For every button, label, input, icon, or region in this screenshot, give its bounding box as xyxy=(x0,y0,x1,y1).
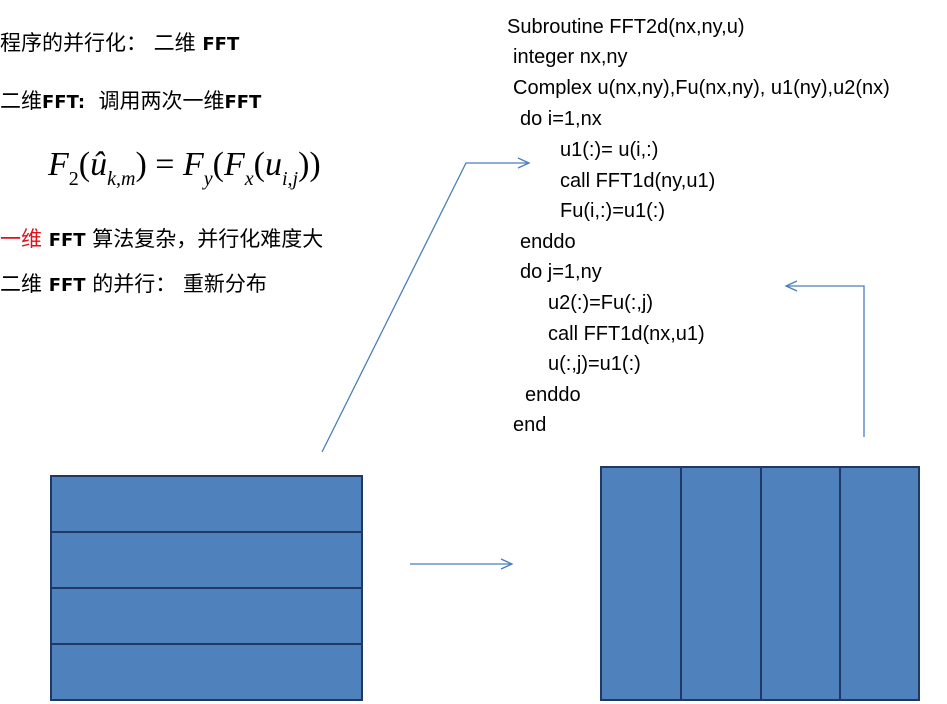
formula-Fy: F xyxy=(182,146,204,183)
code-line-1: Subroutine FFT2d(nx,ny,u) xyxy=(507,16,745,38)
code-line-4: do i=1,nx xyxy=(520,108,602,130)
formula-close: )) xyxy=(298,146,321,183)
code-line-14: end xyxy=(513,414,547,436)
fft-formula: F2(ûk,m) = Fy(Fx(ui,j)) xyxy=(48,146,321,190)
formula-sub-km: k,m xyxy=(107,168,136,190)
code-line-5: u1(:)= u(i,:) xyxy=(560,139,659,161)
code-line-12: u(:,j)=u1(:) xyxy=(548,353,641,375)
line4-fft: FFT xyxy=(48,275,86,296)
code-line-6: call FFT1d(ny,u1) xyxy=(560,170,716,192)
line3-red-text: 一维 xyxy=(0,227,42,251)
formula-uhat: û xyxy=(90,146,108,183)
line4-text-b: 的并行： 重新分布 xyxy=(92,272,267,296)
arrow-columns-to-code xyxy=(784,280,865,437)
line-2d-fft: 二维FFT: 调用两次一维FFT xyxy=(0,91,261,112)
formula-F2: F xyxy=(48,146,69,183)
title-fft: FFT xyxy=(202,34,240,55)
col-block-3 xyxy=(760,466,841,701)
code-line-2: integer nx,ny xyxy=(513,46,628,68)
line2-fft: FFT: xyxy=(42,92,86,113)
col-block-2 xyxy=(680,466,762,701)
line3-fft: FFT xyxy=(48,230,86,251)
formula-equals: ) = xyxy=(135,146,183,183)
col-block-4 xyxy=(839,466,920,701)
line3-text: 算法复杂，并行化难度大 xyxy=(92,227,324,251)
formula-sub-ij: i,j xyxy=(281,168,299,190)
col-block-1 xyxy=(600,466,682,701)
code-line-13: enddo xyxy=(525,384,581,406)
row-block-2 xyxy=(50,531,363,589)
line2-text-b: 调用两次一维 xyxy=(98,89,225,113)
line-2d-parallel: 二维 FFT 的并行： 重新分布 xyxy=(0,274,267,295)
code-line-9: do j=1,ny xyxy=(520,261,602,283)
code-line-3: Complex u(nx,ny),Fu(nx,ny), u1(ny),u2(nx… xyxy=(513,77,890,99)
row-block-4 xyxy=(50,643,363,701)
row-block-1 xyxy=(50,475,363,533)
column-distribution-block xyxy=(600,466,920,701)
line2-fft2: FFT xyxy=(224,92,262,113)
formula-sub-x: x xyxy=(244,168,254,190)
formula-Fx: F xyxy=(223,146,245,183)
formula-u: u xyxy=(264,146,282,183)
line-1d-complex: 一维 FFT 算法复杂，并行化难度大 xyxy=(0,229,323,250)
code-line-7: Fu(i,:)=u1(:) xyxy=(560,200,666,222)
code-line-10: u2(:)=Fu(:,j) xyxy=(548,292,654,314)
formula-sub-2: 2 xyxy=(68,168,79,190)
line4-text-a: 二维 xyxy=(0,272,42,296)
arrow-rows-to-code xyxy=(321,157,531,453)
line2-text-a: 二维 xyxy=(0,89,42,113)
row-block-3 xyxy=(50,587,363,645)
row-distribution-block xyxy=(50,475,363,701)
code-line-8: enddo xyxy=(520,231,576,253)
formula-sub-y: y xyxy=(203,168,213,190)
code-line-11: call FFT1d(nx,u1) xyxy=(548,323,705,345)
title-line: 程序的并行化： 二维 FFT xyxy=(0,33,239,54)
title-text: 程序的并行化： 二维 xyxy=(0,31,196,55)
